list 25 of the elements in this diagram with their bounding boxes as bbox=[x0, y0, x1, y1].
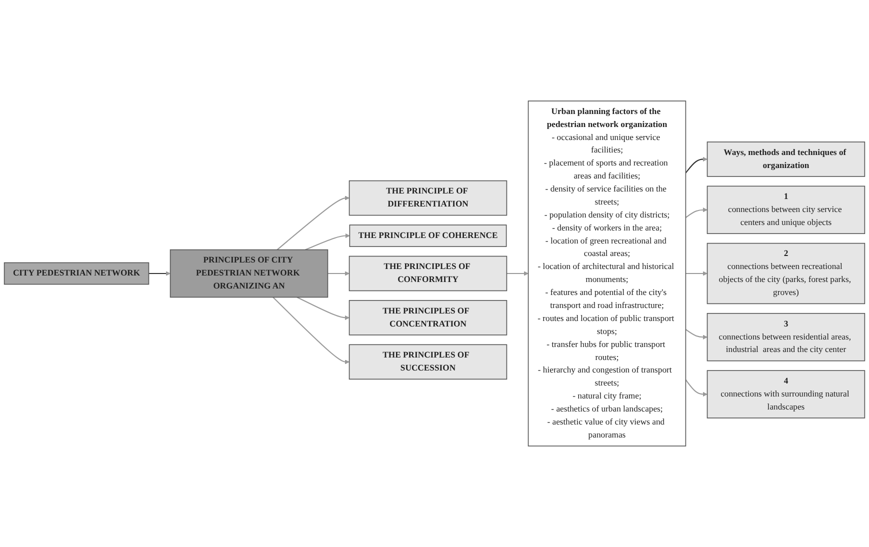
node-box: 1 connections between city service centers and unique objects bbox=[706, 186, 866, 234]
arrow bbox=[685, 208, 708, 218]
node-box: CITY PEDESTRIAN NETWORK bbox=[4, 262, 150, 285]
node-box: 2 connections between recreational objects of the city (parks, forest parks, groves) bbox=[706, 242, 866, 304]
node-box: 3 connections between residential areas, industrial areas and the city center bbox=[706, 313, 866, 362]
node-box: Ways, methods and techniques of organization bbox=[706, 142, 866, 177]
arrow bbox=[148, 271, 171, 276]
arrow bbox=[685, 329, 708, 340]
arrow bbox=[685, 379, 708, 397]
node-box: THE PRINCIPLES OF CONCENTRATION bbox=[348, 300, 508, 336]
node-box: THE PRINCIPLE OF COHERENCE bbox=[349, 224, 507, 247]
arrow bbox=[296, 296, 350, 320]
node-box: PRINCIPLES OF CITY PEDESTRIAN NETWORK ORGANIZING AN bbox=[170, 249, 328, 298]
node-box: 4 connections with surrounding natural landscapes bbox=[706, 370, 866, 418]
arrow bbox=[686, 271, 708, 276]
node-box: THE PRINCIPLE OF DIFFERENTIATION bbox=[348, 180, 508, 216]
node-box: THE PRINCIPLES OF SUCCESSION bbox=[348, 344, 508, 380]
arrow bbox=[272, 296, 350, 364]
node-box: THE PRINCIPLES OF CONFORMITY bbox=[348, 256, 508, 292]
arrow bbox=[328, 271, 350, 276]
arrow bbox=[276, 196, 350, 250]
node-box: Urban planning factors of the pedestrian network organization - occasional and unique service facilities; - placement of sports and recreation areas and facilities; - density of service facilities on the streets; - population density of city districts; - density of workers in the area; - location of green recreational and coastal areas; - location of architectural and historical monuments; - features and potential of the city's transport and road infrastructure; - routes and location of public transport stops; - transfer hubs for public transport routes; - hierarchy and congestion of transport streets; - natural city frame; - aesthetics of urban landscapes; - aesthetic value of city views and panoramas bbox=[528, 100, 686, 446]
arrow bbox=[506, 271, 528, 276]
arrow bbox=[685, 156, 708, 174]
arrow bbox=[305, 233, 350, 250]
